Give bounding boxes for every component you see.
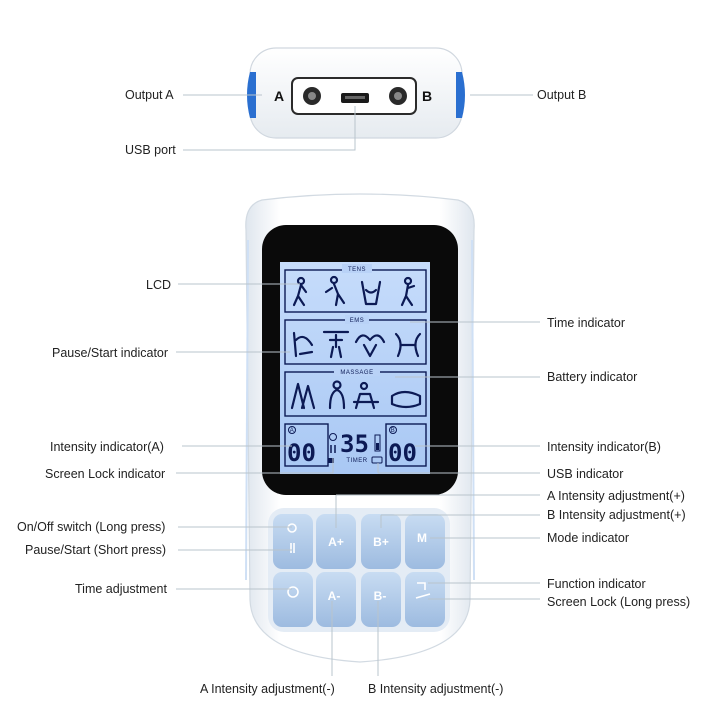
ems-icon-4 <box>394 332 422 358</box>
label-screen-lock-long: Screen Lock (Long press) <box>547 595 691 609</box>
massage-icon-3 <box>352 381 380 410</box>
massage-icon-2 <box>328 380 346 410</box>
intensity-a-readout: 00 <box>287 439 316 467</box>
keypad: A+ B+ M A- B- <box>268 508 450 632</box>
ems-icon-1 <box>292 331 314 358</box>
usb-icon <box>371 456 383 464</box>
time-icon <box>287 586 299 598</box>
label-function-indicator: Function indicator <box>547 577 646 591</box>
massage-icon-1 <box>290 382 316 410</box>
tens-icon-1 <box>292 276 308 307</box>
label-battery-indicator: Battery indicator <box>547 370 638 384</box>
label-intensity-indicator-a: Intensity indicator(A) <box>50 440 164 454</box>
timer-label: TIMER <box>346 458 367 464</box>
power-button[interactable] <box>273 514 313 569</box>
channel-b-box <box>385 423 427 467</box>
label-pause-start-short: Pause/Start (Short press) <box>25 543 167 557</box>
label-lcd: LCD <box>146 278 172 292</box>
leader-lines <box>176 94 540 676</box>
mode-button[interactable] <box>405 514 445 569</box>
label-intensity-indicator-b: Intensity indicator(B) <box>547 440 661 454</box>
ems-icon-2 <box>322 330 350 359</box>
b-plus-button[interactable] <box>361 514 401 569</box>
lcd-section-massage: MASSAGE <box>340 370 373 376</box>
pause-icon <box>330 445 336 453</box>
b-minus-label: B- <box>374 589 387 603</box>
function-icon <box>415 582 431 599</box>
label-time-adjustment: Time adjustment <box>75 582 167 596</box>
tens-icon-2 <box>324 275 346 307</box>
side-accent-right <box>456 72 465 118</box>
label-b-intensity-up: B Intensity adjustment(+) <box>547 508 686 522</box>
a-plus-label: A+ <box>328 535 344 549</box>
lcd-section-ems: EMS <box>350 318 365 324</box>
intensity-b-readout: 00 <box>388 439 417 467</box>
label-mode-indicator: Mode indicator <box>547 531 629 545</box>
label-output-a: Output A <box>125 88 174 102</box>
b-plus-label: B+ <box>373 535 389 549</box>
tens-icon-3 <box>360 280 382 306</box>
port-a-letter: A <box>274 88 284 104</box>
power-icon <box>287 523 297 533</box>
b-minus-button[interactable] <box>361 572 401 627</box>
label-b-intensity-down: B Intensity adjustment(-) <box>368 682 504 696</box>
channel-a-letter: A <box>290 428 295 434</box>
label-a-intensity-down: A Intensity adjustment(-) <box>200 682 335 696</box>
mode-label: M <box>417 531 427 545</box>
massage-icon-4 <box>390 390 422 409</box>
lock-icon <box>328 458 334 463</box>
clock-icon <box>329 433 337 441</box>
pause-start-icon <box>290 543 295 553</box>
function-button[interactable] <box>405 572 445 627</box>
lcd-section-tens: TENS <box>348 267 366 273</box>
a-plus-button[interactable] <box>316 514 356 569</box>
port-b-letter: B <box>422 88 432 104</box>
ems-icon-3 <box>354 334 386 358</box>
tens-icon-4 <box>400 276 416 307</box>
a-minus-button[interactable] <box>316 572 356 627</box>
label-usb-port: USB port <box>125 143 176 157</box>
label-on-off-switch: On/Off switch (Long press) <box>17 520 166 534</box>
channel-b-letter: B <box>391 428 396 434</box>
channel-a-box <box>284 423 329 467</box>
label-screen-lock-indicator: Screen Lock indicator <box>45 467 166 481</box>
label-output-b: Output B <box>537 88 587 102</box>
a-minus-label: A- <box>328 589 341 603</box>
label-pause-start-indicator: Pause/Start indicator <box>52 346 169 360</box>
label-a-intensity-up: A Intensity adjustment(+) <box>547 489 685 503</box>
battery-icon <box>374 434 381 452</box>
label-usb-indicator: USB indicator <box>547 467 624 481</box>
label-time-indicator: Time indicator <box>547 316 626 330</box>
timer-readout: 35 <box>340 430 369 458</box>
top-view: A B <box>247 47 465 139</box>
lcd-screen: TENS EMS MASSAGE A B 00 00 35 <box>280 262 430 474</box>
time-button[interactable] <box>273 572 313 627</box>
